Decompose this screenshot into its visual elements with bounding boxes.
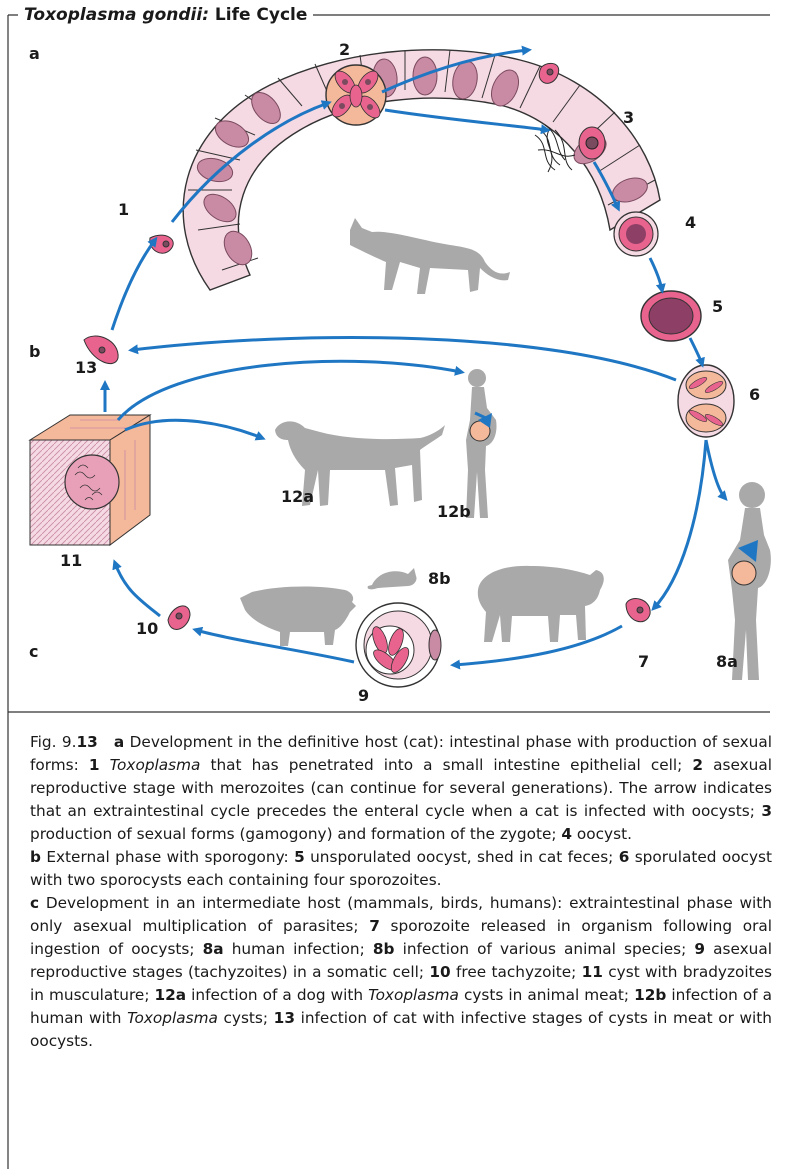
- caption-paragraph-a: Fig. 9.13 a Development in the definitiv…: [30, 731, 772, 846]
- caption-text: unsporulated oocyst, shed in cat feces;: [305, 848, 619, 866]
- caption-b-label: b: [30, 848, 41, 866]
- caption-text: that has penetrated into a small intesti…: [200, 756, 692, 774]
- caption-num: 2: [692, 756, 703, 774]
- caption-text: External phase with sporogony:: [41, 848, 294, 866]
- caption-italic: Toxoplasma: [110, 756, 201, 774]
- caption-num: 6: [619, 848, 630, 866]
- caption-text: production of sexual forms (gamogony) an…: [30, 825, 561, 843]
- caption-num: 4: [561, 825, 572, 843]
- caption-num: 5: [294, 848, 305, 866]
- mouse-silhouette-icon: [368, 568, 417, 589]
- pregnant-woman-large-silhouette-icon: [728, 482, 771, 680]
- section-b-label: b: [29, 342, 40, 361]
- stage-label-12a: 12a: [281, 488, 314, 506]
- caption-paragraph-c: c Development in an intermediate host (m…: [30, 892, 772, 1053]
- stage-label-10: 10: [136, 620, 158, 638]
- caption-text: oocyst.: [572, 825, 632, 843]
- stage-label-12b: 12b: [437, 503, 471, 521]
- caption-num: 7: [369, 917, 380, 935]
- sheep-silhouette-icon: [478, 566, 604, 642]
- stage-label-13: 13: [75, 359, 97, 377]
- stage-label-3: 3: [623, 109, 634, 127]
- caption-a-label: a: [114, 733, 124, 751]
- stage-label-5: 5: [712, 298, 723, 316]
- caption-fig-number: 13: [76, 733, 97, 751]
- caption-num: 11: [582, 963, 603, 981]
- stage-label-7: 7: [638, 653, 649, 671]
- stage-label-8a: 8a: [716, 653, 738, 671]
- host-silhouettes: [240, 218, 771, 680]
- stage-5-unsporulated-oocyst: [641, 291, 701, 341]
- caption-num: 9: [694, 940, 705, 958]
- caption-num: 13: [274, 1009, 295, 1027]
- stage-label-9: 9: [358, 687, 369, 705]
- caption-text: cysts;: [218, 1009, 274, 1027]
- caption-italic: Toxoplasma: [127, 1009, 218, 1027]
- caption-num: 10: [429, 963, 450, 981]
- figure-caption: Fig. 9.13 a Development in the definitiv…: [30, 731, 772, 1053]
- caption-text: human infection;: [224, 940, 373, 958]
- stage-9-somatic-cell: [356, 603, 441, 687]
- stage-label-8b: 8b: [428, 570, 451, 588]
- caption-num: 8a: [203, 940, 224, 958]
- caption-num: 1: [89, 756, 100, 774]
- caption-num: 3: [761, 802, 772, 820]
- stage-label-1: 1: [118, 201, 129, 219]
- caption-num: 12b: [634, 986, 666, 1004]
- stage-label-6: 6: [749, 386, 760, 404]
- pig-silhouette-icon: [240, 586, 356, 646]
- stage-6-sporulated-oocyst: [678, 365, 734, 437]
- caption-text: free tachyzoite;: [451, 963, 582, 981]
- stage-11-muscle-cyst: [30, 415, 150, 545]
- caption-num: 12a: [155, 986, 187, 1004]
- stage-2-merozoite-vacuole: [326, 65, 386, 125]
- caption-text: cysts in animal meat;: [459, 986, 634, 1004]
- caption-italic: Toxoplasma: [368, 986, 459, 1004]
- caption-text: infection of a dog with: [186, 986, 368, 1004]
- cat-silhouette-icon: [350, 218, 510, 294]
- caption-c-label: c: [30, 894, 39, 912]
- caption-num: 8b: [373, 940, 395, 958]
- section-a-label: a: [29, 44, 40, 63]
- stage-label-2: 2: [339, 41, 350, 59]
- caption-fig-prefix: Fig. 9.: [30, 733, 76, 751]
- pregnant-woman-silhouette-icon: [466, 369, 497, 518]
- section-c-label: c: [29, 642, 38, 661]
- stage-label-4: 4: [685, 214, 696, 232]
- stage-label-11: 11: [60, 552, 82, 570]
- caption-text: infection of various animal species;: [394, 940, 694, 958]
- caption-paragraph-b: b External phase with sporogony: 5 unspo…: [30, 846, 772, 892]
- stage-4-oocyst: [614, 212, 658, 256]
- life-cycle-diagram: [0, 0, 785, 712]
